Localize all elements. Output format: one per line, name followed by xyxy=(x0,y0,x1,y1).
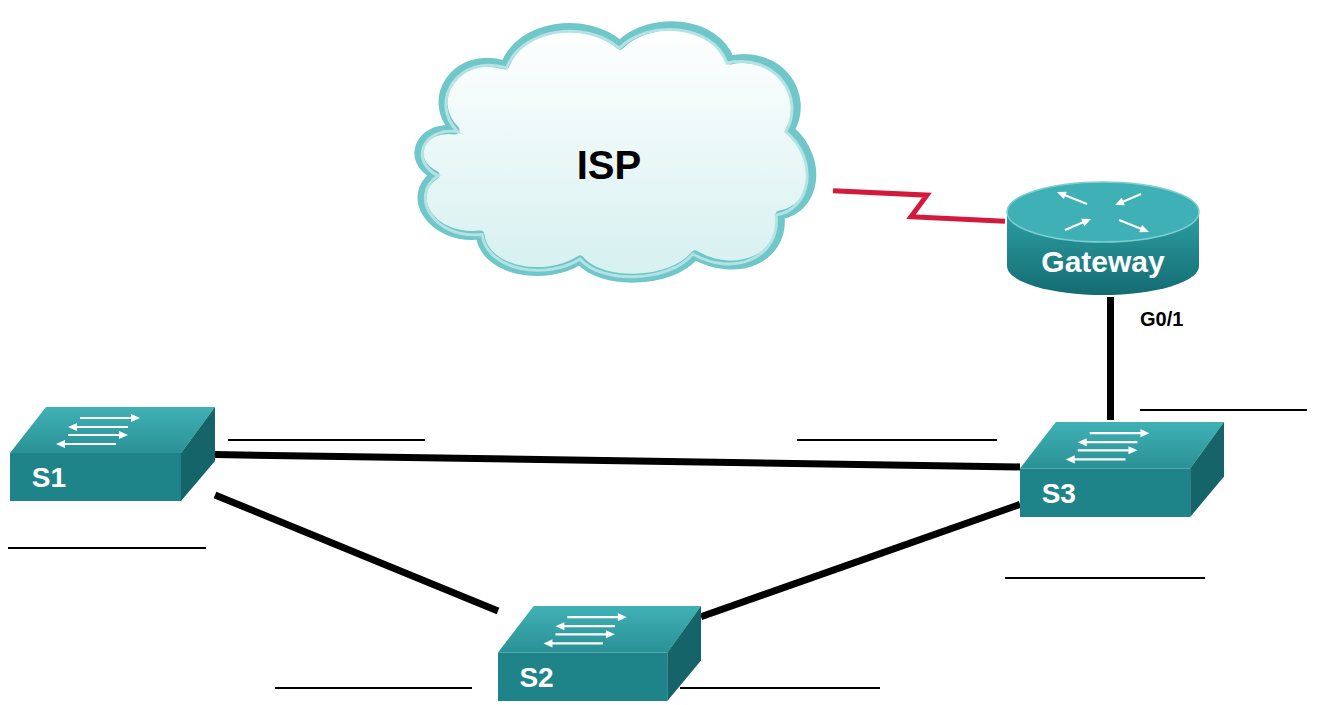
device-name: Gateway xyxy=(1041,247,1164,277)
switch-icon: S3 xyxy=(1020,420,1224,517)
ethernet-link xyxy=(215,455,1020,467)
router-shape xyxy=(1005,180,1201,297)
switch-icon: S2 xyxy=(498,604,701,701)
ethernet-link xyxy=(215,495,498,611)
serial-link xyxy=(833,191,1005,221)
device-name: S3 xyxy=(1042,480,1076,508)
ethernet-link xyxy=(1107,297,1114,420)
ethernet-link xyxy=(701,504,1020,616)
switch-icon: S1 xyxy=(10,405,215,501)
device-name: S1 xyxy=(32,464,66,492)
device-name: ISP xyxy=(577,145,641,185)
router-icon: Gateway xyxy=(1005,180,1201,297)
interface-label: G0/1 xyxy=(1140,309,1183,329)
isp-cloud: ISP xyxy=(385,10,833,292)
device-name: S2 xyxy=(519,664,553,692)
